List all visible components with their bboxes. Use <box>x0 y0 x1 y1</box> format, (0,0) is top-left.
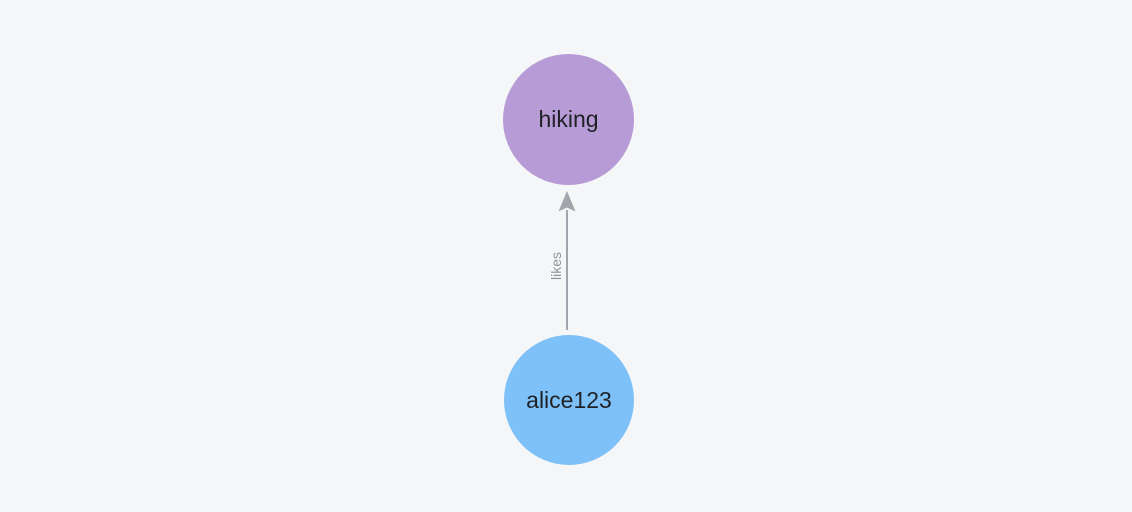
graph-node-hiking[interactable]: hiking <box>503 54 634 185</box>
node-label: alice123 <box>526 386 612 413</box>
graph-node-alice123[interactable]: alice123 <box>504 335 634 465</box>
arrowhead-icon <box>558 191 576 212</box>
edge-label[interactable]: likes <box>548 251 564 281</box>
node-label: hiking <box>538 106 599 132</box>
